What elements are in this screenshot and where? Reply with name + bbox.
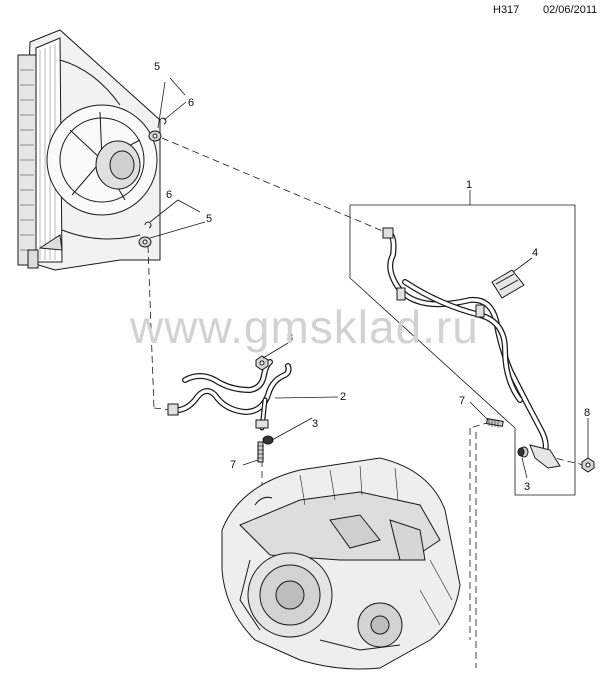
line-clip-4 [491,269,525,299]
radiator-fan-assembly [17,29,161,271]
item-1-bracket [349,204,576,496]
stud-7-left [257,441,264,463]
transmission [221,457,461,670]
callouts: 5 6 6 5 1 4 8 2 3 7 7 8 3 [154,61,590,493]
callout-c8a: 8 [287,332,293,344]
callout-c5a: 5 [154,61,160,73]
callout-c6a: 6 [188,97,194,109]
nut-8-right [581,457,595,473]
washer-3-left [262,435,274,445]
nut-8-left [255,355,269,371]
callout-c8b: 8 [584,407,590,419]
callout-c1: 1 [466,179,472,191]
connection-lines [147,137,589,668]
callout-c2: 2 [340,391,346,403]
callout-c4: 4 [532,247,538,259]
leader-lines [149,77,589,479]
line-bracket-right [519,444,561,469]
clip-6-upper [159,117,167,125]
cooler-line-lower [167,359,292,431]
callout-c7b: 7 [459,395,465,407]
callout-c5b: 5 [206,213,212,225]
cooler-line-assembly-upper [382,227,549,455]
diagram-code: H317 [493,4,520,16]
lower-radiator-fitting [138,236,152,248]
clip-6-lower [144,221,152,229]
diagram-date: 02/06/2011 [543,4,598,16]
callout-c6b: 6 [166,189,172,201]
callout-c7a: 7 [230,459,236,471]
upper-radiator-fitting [148,130,162,142]
callout-c3a: 3 [312,418,318,430]
washer-3-right [517,447,525,457]
stud-7-right [486,418,504,428]
watermark: www.gmsklad.ru [130,301,479,353]
callout-c3b: 3 [524,481,530,493]
